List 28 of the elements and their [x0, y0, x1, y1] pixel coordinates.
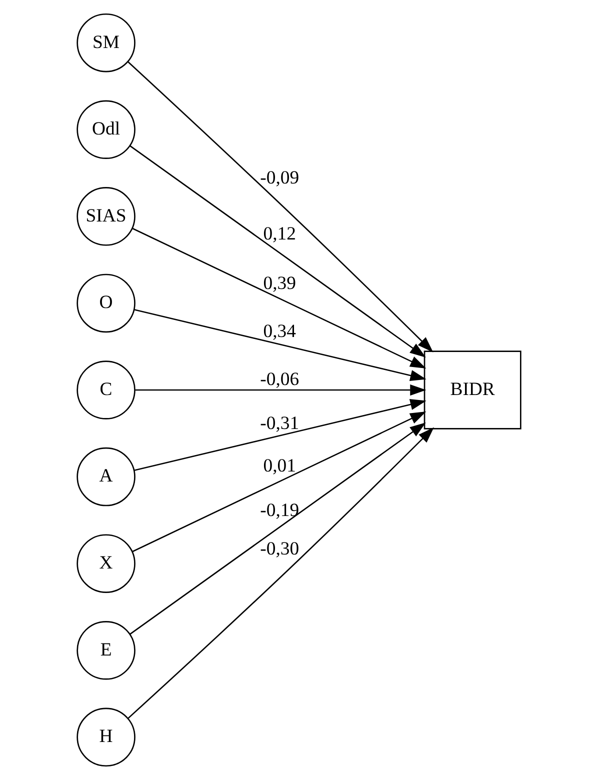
edge-label: 0,39	[263, 272, 296, 294]
edge-label: 0,01	[263, 456, 296, 477]
node-circle: C	[76, 360, 136, 420]
edge-label: -0,30	[260, 538, 300, 560]
node-circle: A	[76, 447, 136, 506]
node-box: BIDR	[424, 350, 522, 430]
node-circle: SM	[76, 13, 136, 72]
arrow	[128, 427, 434, 719]
arrow	[130, 422, 426, 635]
arrow	[132, 228, 426, 369]
edge-label: -0,31	[260, 412, 300, 434]
arrow	[135, 384, 426, 396]
arrow	[134, 308, 426, 382]
node-circle: O	[76, 274, 136, 333]
node-circle: SIAS	[76, 187, 136, 246]
edge-label: 0,34	[263, 320, 296, 342]
node-circle: E	[76, 621, 136, 680]
node-circle: X	[76, 534, 136, 593]
arrow	[130, 145, 426, 358]
edge-label: -0,06	[260, 368, 300, 390]
edge-label: -0,19	[260, 500, 300, 521]
arrow	[132, 411, 426, 552]
edge-label: 0,12	[263, 223, 296, 244]
node-circle: Odl	[76, 100, 136, 159]
node-circle: H	[76, 708, 136, 767]
edge-label: -0,09	[260, 167, 300, 188]
arrow	[128, 62, 434, 352]
arrow	[134, 398, 426, 472]
